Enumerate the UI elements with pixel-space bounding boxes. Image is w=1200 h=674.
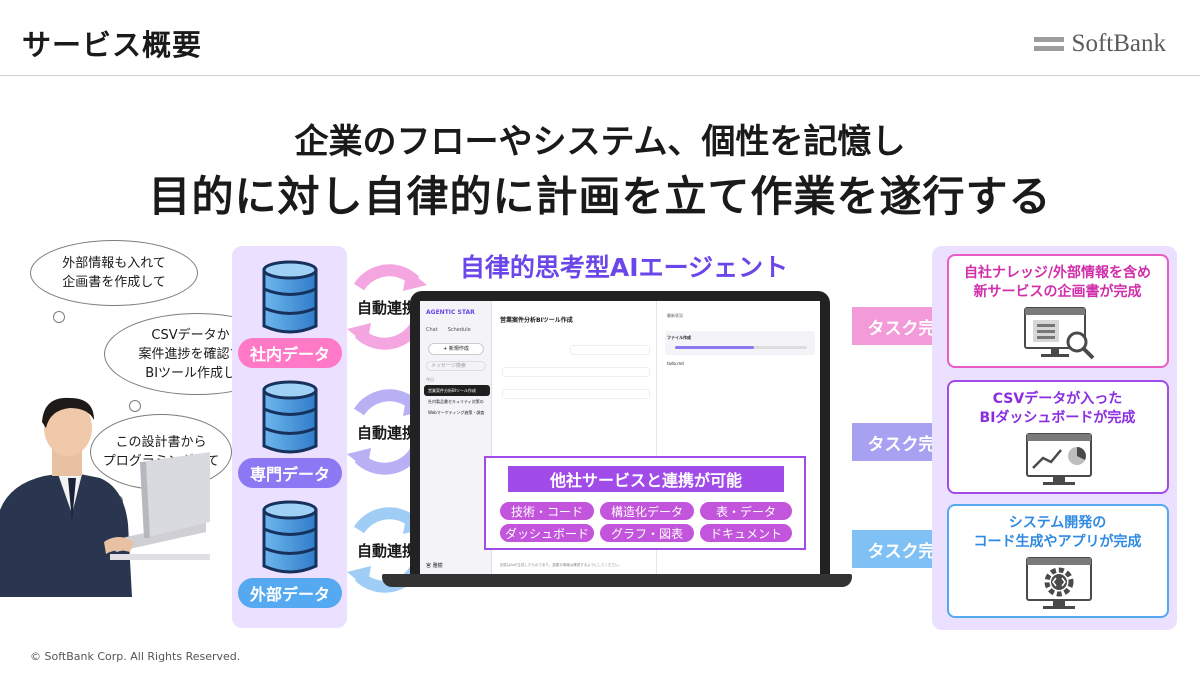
task-complete-label: タスク完了 (867, 434, 953, 455)
result-card-dashboard: CSVデータが入った BIダッシュボードが完成 (947, 380, 1169, 494)
headline-line-1: 企業のフローやシステム、個性を記憶し (294, 122, 906, 162)
result-title: CSVデータが入った BIダッシュボードが完成 (979, 391, 1136, 426)
chat-message (502, 367, 650, 377)
chat-message (502, 389, 650, 399)
tab-schedule[interactable]: Schedule (447, 327, 471, 333)
sync-label: 自動連携 (356, 424, 417, 442)
history-item[interactable]: 社内製品書セキュリティ対策の (428, 399, 484, 404)
file-progress-bar (675, 346, 807, 349)
ai-agent-title: 自律的思考型AIエージェント (459, 253, 789, 282)
data-source-label: 社内データ (238, 338, 342, 368)
softbank-logo: SoftBank (1033, 30, 1166, 58)
code-gear-icon (1026, 557, 1092, 609)
sync-label: 自動連携 (356, 542, 417, 560)
sync-label: 自動連携 (356, 299, 417, 317)
file-progress-box (665, 331, 815, 355)
database-icon (262, 380, 318, 454)
integration-tag: 表・データ (700, 502, 792, 520)
database-icon (262, 260, 318, 334)
integration-tag: グラフ・図表 (600, 524, 694, 542)
file-progress-label: ファイル作成 (667, 335, 691, 340)
result-title: 自社ナレッジ/外部情報を含め 新サービスの企画書が完成 (963, 265, 1152, 300)
file-name[interactable]: todo.md (667, 361, 684, 366)
disclaimer-note: 回答はAIが生成したものであり、重要な情報は確認するようにしてください。 (500, 563, 623, 567)
file-progress-fill (675, 346, 755, 349)
history-item[interactable]: 営業案件分析BIツール作成 (424, 385, 490, 396)
integration-box: 他社サービスと連携が可能 技術・コード 構造化データ 表・データ ダッシュボード… (484, 456, 806, 550)
integration-title: 他社サービスと連携が可能 (508, 466, 784, 492)
logo-text: SoftBank (1071, 30, 1166, 57)
task-complete-label: タスク完了 (867, 541, 953, 562)
person-with-laptop-illustration (0, 397, 210, 597)
laptop-mockup: AGENTIC STAR Chat Schedule + 新規作成 メッセージ検… (382, 291, 852, 596)
user-name[interactable]: 宮 雅樹 (426, 563, 443, 569)
history-item[interactable]: Webマーケティング施策・調査 (428, 410, 485, 415)
integration-tag: 構造化データ (600, 502, 694, 520)
history-list: 営業案件分析BIツール作成 社内製品書セキュリティ対策の Webマーケティング施… (424, 385, 490, 418)
chat-title: 営業案件分析BIツール作成 (500, 317, 573, 324)
document-search-icon (1024, 307, 1095, 360)
integration-tag: 技術・コード (500, 502, 594, 520)
data-source-label: 専門データ (238, 458, 342, 488)
result-title: システム開発の コード生成やアプリが完成 (973, 515, 1142, 550)
app-brand: AGENTIC STAR (426, 309, 475, 316)
search-input[interactable]: メッセージ検索 (426, 361, 486, 371)
integration-tag: ダッシュボード (500, 524, 594, 542)
speech-bubble-proposal: 外部情報も入れて 企画書を作成して (30, 240, 198, 323)
headline-line-2: 目的に対し自律的に計画を立て作業を遂行する (148, 172, 1052, 221)
logo-bars-icon (1033, 37, 1064, 51)
laptop-base (382, 574, 852, 587)
preview-tab[interactable]: 最新状況 (667, 313, 683, 318)
page-title: サービス概要 (22, 28, 203, 62)
task-complete-label: タスク完了 (867, 318, 953, 339)
result-card-proposal: 自社ナレッジ/外部情報を含め 新サービスの企画書が完成 (947, 254, 1169, 368)
tab-chat[interactable]: Chat (426, 327, 438, 333)
copyright-footer: © SoftBank Corp. All Rights Reserved. (30, 650, 241, 663)
data-source-label: 外部データ (238, 578, 342, 608)
header-bar: サービス概要 SoftBank (0, 0, 1200, 76)
app-preview-pane: 最新状況 ファイル作成 todo.md (656, 301, 820, 577)
chat-message (570, 345, 650, 355)
database-icon (262, 500, 318, 574)
result-card-code: システム開発の コード生成やアプリが完成 (947, 504, 1169, 618)
dashboard-icon (1026, 433, 1092, 485)
app-nav: Chat Schedule (426, 327, 471, 333)
integration-tag: ドキュメント (700, 524, 792, 542)
app-sidebar: AGENTIC STAR Chat Schedule + 新規作成 メッセージ検… (420, 301, 492, 577)
new-chat-button[interactable]: + 新規作成 (428, 343, 484, 355)
history-label: 今日 (426, 377, 434, 382)
